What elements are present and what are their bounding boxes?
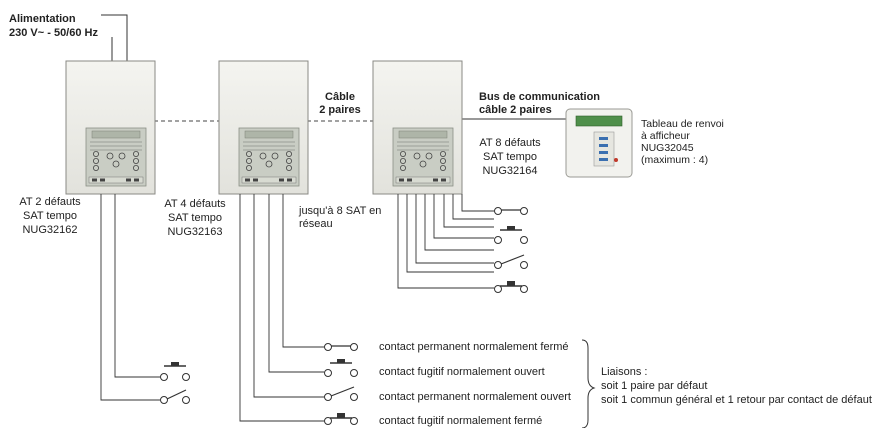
module-3-contact-closed-1 bbox=[494, 207, 528, 215]
module-1-wiring bbox=[100, 194, 160, 401]
bus-label-2: câble 2 paires bbox=[479, 104, 552, 116]
power-feed-wire bbox=[101, 14, 128, 61]
panel-label-2: à afficheur bbox=[641, 130, 690, 142]
links-title: Liaisons : bbox=[601, 366, 648, 378]
module-2-label-3: NUG32163 bbox=[167, 226, 223, 238]
module-box-2 bbox=[218, 60, 309, 195]
legend-label-momentary-closed: contact fugitif normalement fermé bbox=[379, 415, 543, 427]
cable-label-1: Câble bbox=[325, 91, 355, 103]
legend-symbol-closed-permanent bbox=[324, 343, 358, 351]
module-box-3 bbox=[372, 60, 463, 195]
legend-label-closed-permanent: contact permanent normalement fermé bbox=[379, 341, 569, 353]
legend-label-open-permanent: contact permanent normalement ouvert bbox=[379, 391, 571, 403]
links-line-1: soit 1 paire par défaut bbox=[601, 380, 708, 392]
module-1-label-1: AT 2 défauts bbox=[19, 196, 81, 208]
panel-label-3: NUG32045 bbox=[641, 142, 694, 154]
module-3-contact-momentary-closed bbox=[494, 281, 528, 293]
module-2-wiring bbox=[239, 194, 324, 422]
module-3-label-1: AT 8 défauts bbox=[479, 137, 541, 149]
module-3-contact-momentary-open bbox=[494, 226, 528, 244]
panel-label-4: (maximum : 4) bbox=[641, 154, 709, 166]
legend-label-momentary-open: contact fugitif normalement ouvert bbox=[379, 366, 545, 378]
module-3-wiring bbox=[397, 194, 494, 289]
power-label-2: 230 V~ - 50/60 Hz bbox=[9, 27, 98, 39]
panel-label-1: Tableau de renvoi bbox=[641, 118, 724, 130]
module-1-label-2: SAT tempo bbox=[22, 210, 77, 222]
module-1-label-3: NUG32162 bbox=[22, 224, 78, 236]
legend-brace bbox=[581, 339, 596, 428]
module-2-label-2: SAT tempo bbox=[167, 212, 222, 224]
links-line-2: soit 1 commun général et 1 retour par co… bbox=[601, 394, 872, 406]
module-3-contact-open bbox=[494, 254, 528, 269]
remote-panel bbox=[565, 108, 633, 178]
module-3-label-3: NUG32164 bbox=[482, 165, 538, 177]
network-note-1: jusqu'à 8 SAT en bbox=[299, 205, 382, 217]
legend-symbol-open-permanent bbox=[324, 386, 358, 401]
bus-label-1: Bus de communication bbox=[479, 91, 601, 103]
legend-symbol-momentary-closed bbox=[324, 413, 358, 425]
module-1-contact-momentary bbox=[160, 362, 190, 381]
module-2-label-1: AT 4 défauts bbox=[164, 198, 226, 210]
legend-symbol-momentary-open bbox=[324, 359, 358, 377]
module-1-contact-open bbox=[160, 389, 190, 404]
module-3-label-2: SAT tempo bbox=[482, 151, 537, 163]
cable-label-2: 2 paires bbox=[319, 104, 361, 116]
power-label-1: Alimentation bbox=[9, 13, 76, 25]
network-note-2: réseau bbox=[299, 218, 333, 230]
module-box-1 bbox=[65, 60, 156, 195]
